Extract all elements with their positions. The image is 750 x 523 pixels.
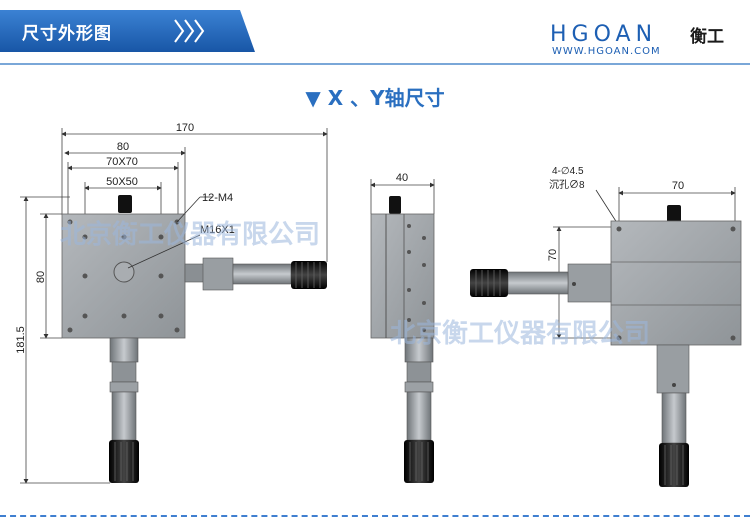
dim-170: 170 [176, 122, 194, 134]
label-holes: 4-∅4.5 [552, 166, 584, 177]
section-tab-title: 尺寸外形图 [22, 24, 112, 44]
watermark-bottom: 北京衡工仪器有限公司 [390, 318, 650, 348]
dim-80-top: 80 [117, 141, 129, 153]
dim-181-5: 181.5 [15, 326, 27, 354]
section-title: ▼ X 、Y轴尺寸 [305, 86, 445, 110]
x-axis-micrometer-knob [291, 261, 327, 289]
center-thread-hole [113, 261, 135, 283]
side-view: 40 [370, 172, 435, 483]
right-view: 70 70 4-∅4.5 沉孔∅8 [470, 166, 742, 487]
label-counterbore: 沉孔∅8 [549, 178, 585, 191]
dim-40: 40 [396, 172, 408, 184]
label-m16x1: M16X1 [200, 224, 235, 236]
dim-70-side: 70 [547, 249, 559, 261]
brand-chinese-name: 衡工 [690, 27, 724, 47]
brand-name: HGOAN [550, 22, 658, 47]
dim-50x50: 50X50 [106, 176, 138, 188]
brand-url: WWW.HGOAN.COM [552, 46, 661, 57]
front-view: 170 80 70X70 50X50 80 181.5 12-M4 M16X1 [15, 122, 328, 484]
dim-70x70: 70X70 [106, 156, 138, 168]
header-divider [0, 63, 750, 65]
label-12-m4: 12-M4 [202, 192, 233, 204]
brand-logo: HGOAN 衡工 WWW.HGOAN.COM [550, 22, 740, 57]
footer-divider [0, 515, 750, 517]
header-tab-background [0, 10, 255, 52]
top-lock-knob [118, 195, 132, 213]
watermark-top: 北京衡工仪器有限公司 [60, 219, 320, 249]
page-header: 尺寸外形图 HGOAN 衡工 WWW.HGOAN.COM [0, 0, 750, 65]
y-axis-micrometer-knob [109, 440, 139, 483]
dim-80-side: 80 [35, 271, 47, 283]
dim-70-top: 70 [672, 180, 684, 192]
